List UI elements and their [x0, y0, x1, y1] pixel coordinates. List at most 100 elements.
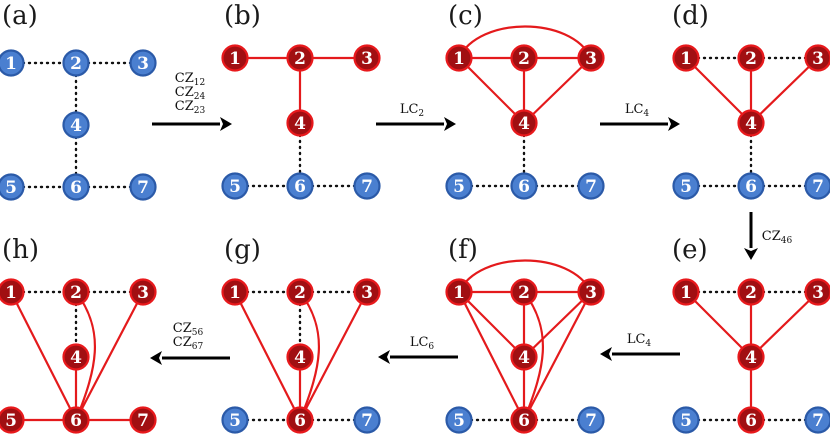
node-label: 1 [5, 54, 17, 74]
node-6: 6 [62, 406, 90, 434]
panel-label-f: (f) [448, 235, 478, 265]
node-label: 5 [453, 177, 465, 197]
node-5: 5 [0, 173, 25, 201]
node-label: 6 [70, 178, 82, 198]
arrow-head-icon [744, 248, 758, 260]
operation-label: LC4 [627, 332, 652, 349]
node-label: 7 [137, 178, 149, 198]
node-7: 7 [353, 172, 381, 200]
node-3: 3 [804, 44, 830, 72]
operation-d-e: CZ46 [744, 212, 792, 260]
arrow-head-icon [378, 350, 390, 364]
node-4: 4 [510, 109, 538, 137]
node-label: 7 [361, 177, 373, 197]
node-label: 1 [229, 283, 241, 303]
operation-label: CZ24 [175, 85, 206, 102]
arrow-head-icon [600, 347, 612, 361]
edge-1-6 [458, 291, 525, 421]
edge-1-6 [10, 291, 77, 421]
node-label: 3 [137, 283, 149, 303]
node-label: 7 [585, 177, 597, 197]
edge-1-4 [458, 291, 525, 358]
node-label: 4 [745, 114, 757, 134]
node-label: 2 [294, 283, 306, 303]
node-4: 4 [62, 343, 90, 371]
node-label: 5 [229, 411, 241, 431]
arc-edge-1-3 [458, 259, 592, 293]
panel-label-c: (c) [448, 1, 483, 31]
curve-edge-2-6 [522, 291, 544, 421]
operation-label: CZ56 [173, 321, 204, 338]
edge-3-6 [299, 291, 368, 421]
operation-label: LC6 [410, 335, 435, 352]
node-3: 3 [577, 44, 605, 72]
operation-label: CZ46 [762, 229, 793, 246]
node-label: 6 [294, 177, 306, 197]
node-7: 7 [129, 173, 157, 201]
node-label: 4 [70, 348, 82, 368]
node-label: 2 [70, 54, 82, 74]
arrow-head-icon [444, 117, 456, 131]
node-label: 5 [453, 411, 465, 431]
node-label: 1 [453, 49, 465, 69]
node-4: 4 [510, 343, 538, 371]
operation-b-c: LC2 [376, 102, 456, 131]
node-1: 1 [672, 278, 700, 306]
node-label: 5 [680, 411, 692, 431]
panel-label-a: (a) [2, 1, 38, 31]
node-label: 2 [70, 283, 82, 303]
node-1: 1 [445, 278, 473, 306]
edge-3-6 [523, 291, 592, 421]
node-label: 3 [585, 49, 597, 69]
node-5: 5 [445, 172, 473, 200]
edge-3-4 [523, 291, 592, 358]
node-label: 4 [294, 114, 306, 134]
operation-label: CZ23 [175, 99, 206, 116]
node-6: 6 [286, 406, 314, 434]
edge-1-6 [234, 291, 301, 421]
operation-label: LC2 [400, 102, 424, 119]
node-label: 3 [812, 283, 824, 303]
node-3: 3 [353, 278, 381, 306]
node-label: 6 [294, 411, 306, 431]
node-label: 5 [5, 178, 17, 198]
node-label: 3 [585, 283, 597, 303]
operation-label: CZ67 [173, 335, 204, 352]
node-label: 6 [70, 411, 82, 431]
node-label: 5 [680, 177, 692, 197]
node-label: 1 [229, 49, 241, 69]
node-label: 1 [680, 283, 692, 303]
node-label: 4 [518, 348, 530, 368]
arrow-head-icon [220, 117, 232, 131]
node-label: 1 [680, 49, 692, 69]
node-label: 2 [745, 283, 757, 303]
node-label: 3 [812, 49, 824, 69]
edge-3-4 [750, 291, 819, 358]
node-6: 6 [286, 172, 314, 200]
node-1: 1 [221, 278, 249, 306]
panel-label-h: (h) [2, 235, 39, 265]
curve-edge-2-6 [74, 291, 96, 421]
node-6: 6 [62, 173, 90, 201]
node-label: 1 [5, 283, 17, 303]
node-label: 1 [453, 283, 465, 303]
node-5: 5 [221, 406, 249, 434]
node-label: 4 [518, 114, 530, 134]
node-1: 1 [445, 44, 473, 72]
node-1: 1 [0, 278, 25, 306]
node-4: 4 [62, 111, 90, 139]
node-7: 7 [577, 406, 605, 434]
node-label: 2 [294, 49, 306, 69]
node-2: 2 [286, 278, 314, 306]
node-label: 2 [518, 49, 530, 69]
node-label: 7 [137, 411, 149, 431]
node-label: 3 [137, 54, 149, 74]
curve-edge-2-6 [298, 291, 320, 421]
node-5: 5 [0, 406, 25, 434]
node-4: 4 [286, 109, 314, 137]
